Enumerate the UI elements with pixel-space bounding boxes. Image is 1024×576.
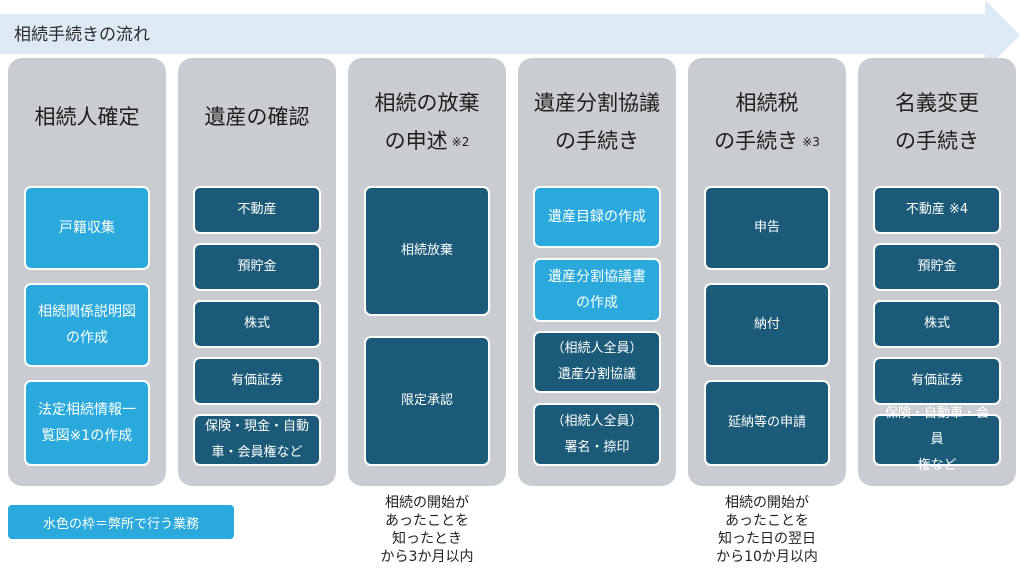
note-marker: ※2 [451, 135, 470, 149]
legend-office-tasks: 水色の枠＝弊所で行う業務 [8, 505, 234, 539]
column-estate-confirmation: 遺産の確認 不動産 預貯金 株式 有価証券 保険・現金・自動 車・会員権など [178, 58, 336, 486]
column-title: 相続の放棄 の申述※2 [374, 91, 480, 153]
step-box: 預貯金 [873, 243, 1001, 291]
step-box: 相続関係説明図 の作成 [24, 283, 150, 367]
column-title-transfer: 名義変更 の手続き 不動産 ※4 預貯金 株式 有価証券 保険・自動車・会員 権… [858, 58, 1016, 486]
step-box: 有価証券 [193, 357, 321, 405]
step-box: 限定承認 [364, 336, 490, 466]
column-title: 相続人確定 [34, 105, 140, 129]
step-box: 預貯金 [193, 243, 321, 291]
column-heir-determination: 相続人確定 戸籍収集 相続関係説明図 の作成 法定相続情報一 覧図※1の作成 [8, 58, 166, 486]
step-box: （相続人全員） 署名・捺印 [533, 403, 661, 466]
column-title: 遺産分割協議 の手続き [534, 91, 660, 153]
column-inheritance-tax: 相続税 の手続き※3 申告 納付 延納等の申請 [688, 58, 846, 486]
note-marker: ※3 [802, 135, 820, 149]
step-box: 延納等の申請 [704, 380, 830, 466]
step-box: 遺産分割協議書 の作成 [533, 258, 661, 322]
step-box: 納付 [704, 283, 830, 367]
step-box: 法定相続情報一 覧図※1の作成 [24, 380, 150, 466]
column-title: 名義変更 の手続き [895, 91, 979, 153]
column-title: 相続税 の手続き※3 [714, 91, 820, 153]
step-box: （相続人全員） 遺産分割協議 [533, 331, 661, 393]
step-box: 戸籍収集 [24, 186, 150, 270]
step-box: 株式 [873, 300, 1001, 348]
column-division-agreement: 遺産分割協議 の手続き 遺産目録の作成 遺産分割協議書 の作成 （相続人全員） … [518, 58, 676, 486]
step-box: 遺産目録の作成 [533, 186, 661, 248]
step-box: 不動産 ※4 [873, 186, 1001, 234]
step-box: 不動産 [193, 186, 321, 234]
step-box: 株式 [193, 300, 321, 348]
flow-title: 相続手続きの流れ [14, 25, 150, 45]
column-title: 遺産の確認 [204, 105, 310, 129]
deadline-renunciation: 相続の開始が あったことを 知ったとき から3か月以内 [380, 495, 474, 565]
deadline-tax: 相続の開始が あったことを 知った日の翌日 から10か月以内 [716, 495, 818, 565]
step-box: 申告 [704, 186, 830, 270]
step-box: 保険・現金・自動 車・会員権など [193, 414, 321, 466]
step-box: 相続放棄 [364, 186, 490, 316]
step-box: 有価証券 [873, 357, 1001, 405]
step-box: 保険・自動車・会員 権など [873, 406, 1001, 473]
column-renunciation: 相続の放棄 の申述※2 相続放棄 限定承認 [348, 58, 506, 486]
